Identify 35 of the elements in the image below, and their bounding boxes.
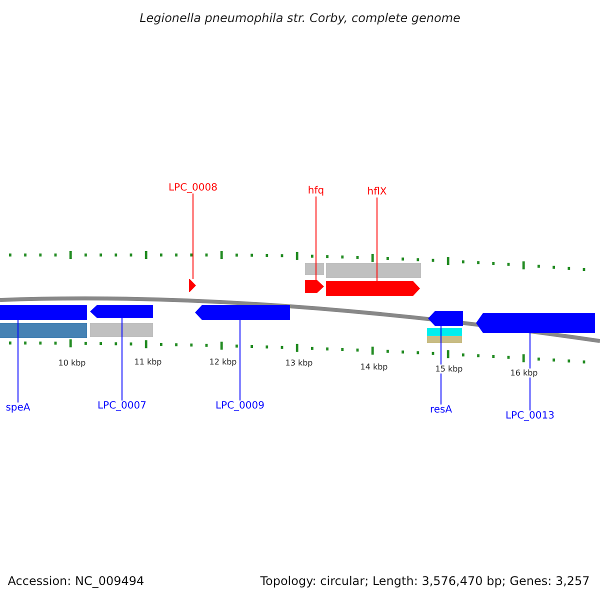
scale-label: 16 kbp xyxy=(509,368,539,378)
gene-bar xyxy=(476,313,595,333)
gene-bar xyxy=(0,305,87,320)
leader-line xyxy=(376,197,378,282)
footer-text: Topology: circular; Length: 3,576,470 bp; Genes: 3,257 xyxy=(260,574,590,588)
gene-bar xyxy=(326,281,420,296)
gene-label: speA xyxy=(6,402,30,414)
footer-text: Accession: NC_009494 xyxy=(8,574,144,588)
leader-line xyxy=(192,193,194,280)
gene-bar xyxy=(305,280,324,293)
gene-label: LPC_0009 xyxy=(215,400,265,412)
gene-bar xyxy=(90,305,153,318)
gene-bar xyxy=(428,311,463,326)
gene-bar xyxy=(195,305,290,320)
scale-label: 12 kbp xyxy=(208,358,238,366)
feature-bar xyxy=(0,323,87,338)
feature-bar xyxy=(90,323,153,337)
gene-bar xyxy=(189,279,196,292)
scale-label: 14 kbp xyxy=(359,362,389,372)
map-title: Legionella pneumophila str. Corby, complete genome xyxy=(140,11,460,25)
feature-bar xyxy=(305,263,324,275)
gene-label: resA xyxy=(430,404,452,416)
feature-bar xyxy=(326,263,421,278)
gene-label: hflX xyxy=(367,186,387,198)
leader-line xyxy=(440,326,442,405)
gene-label: LPC_0007 xyxy=(97,400,147,412)
scale-label: 10 kbp xyxy=(57,358,87,368)
scale-label: 11 kbp xyxy=(133,358,163,366)
gene-label: hfq xyxy=(308,186,324,196)
scale-label: 13 kbp xyxy=(284,358,314,368)
gene-label: LPC_0008 xyxy=(168,182,218,194)
gene-label: LPC_0013 xyxy=(505,410,555,422)
scale-label: 15 kbp xyxy=(434,364,464,374)
feature-bar xyxy=(427,336,462,343)
feature-bar xyxy=(427,328,462,336)
